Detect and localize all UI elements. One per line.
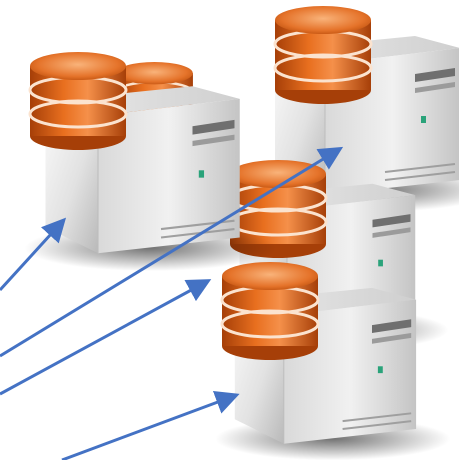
database-cylinder-icon bbox=[28, 50, 128, 152]
database-cylinder-icon bbox=[273, 4, 373, 106]
arrow-to-bottom-server bbox=[61, 391, 240, 460]
arrow-to-top-right-server bbox=[0, 146, 344, 358]
arrows bbox=[0, 146, 344, 460]
arrow-to-top-left-server bbox=[0, 217, 67, 292]
database-cylinder-icon bbox=[220, 260, 320, 362]
arrow-to-middle-server bbox=[0, 279, 212, 396]
